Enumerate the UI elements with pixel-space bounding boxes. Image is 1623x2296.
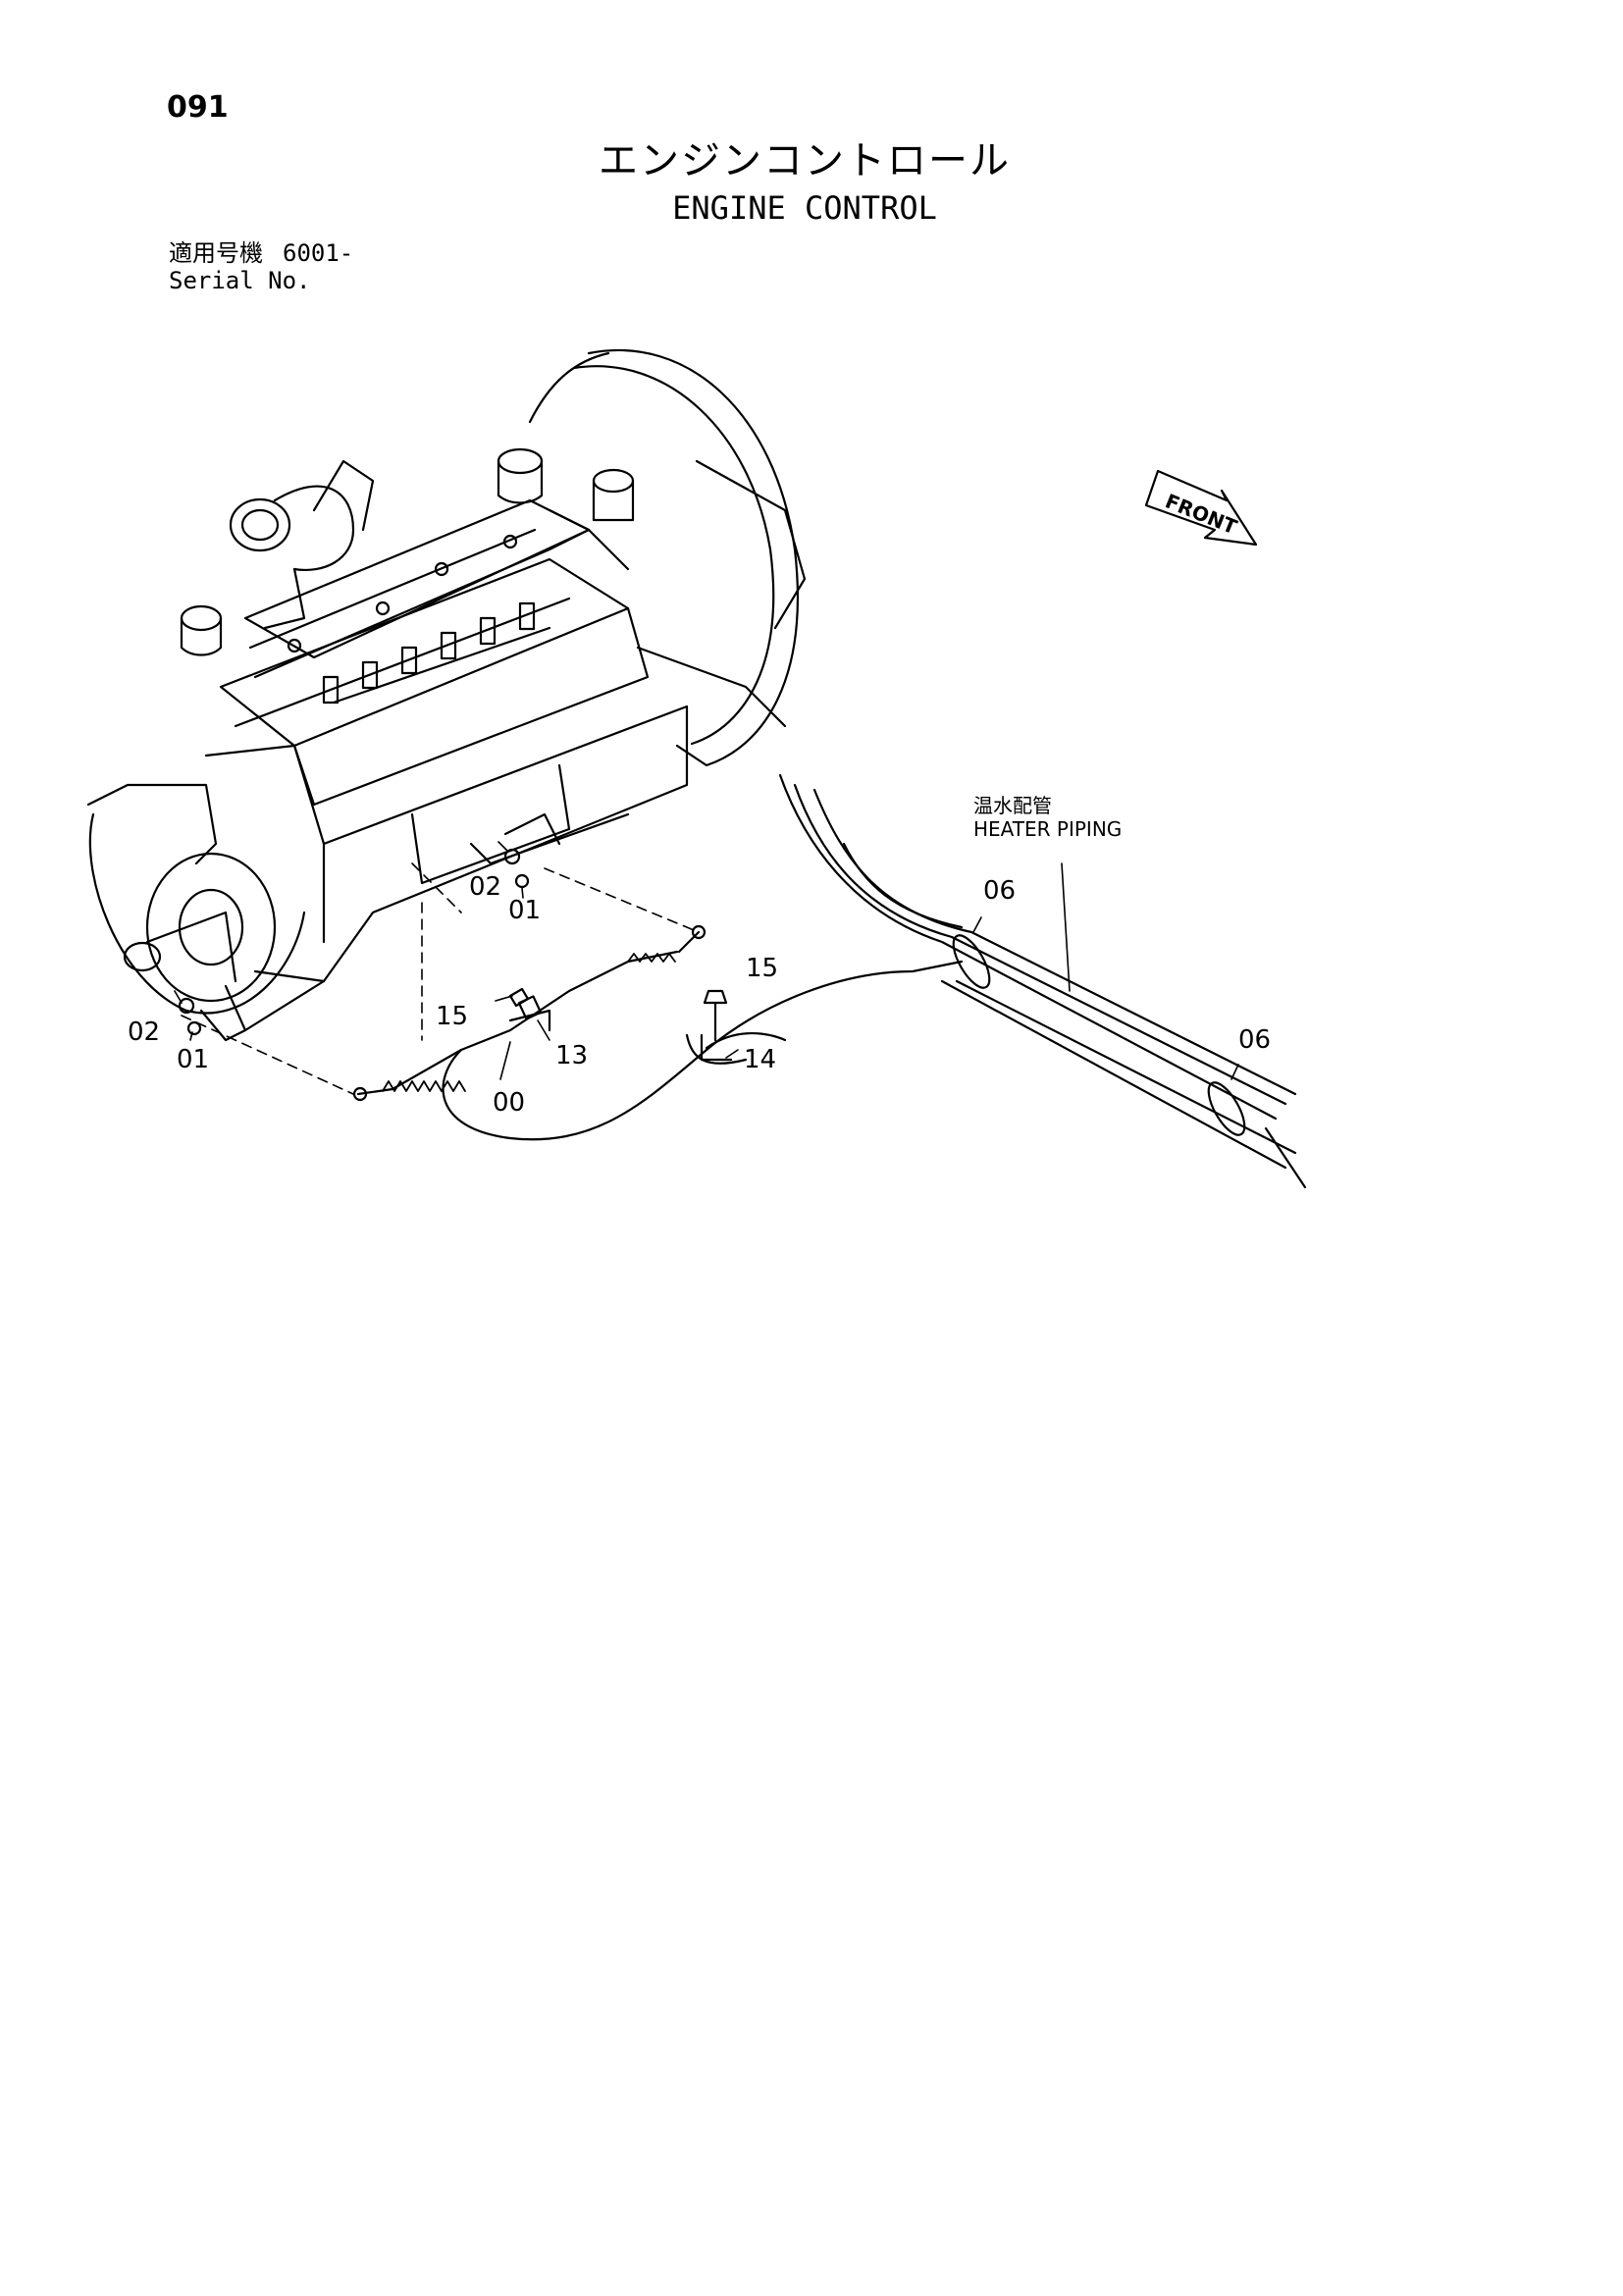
- heater-label-english: HEATER PIPING: [973, 817, 1122, 841]
- callout-14: 14: [744, 1045, 776, 1074]
- serial-label-japanese: 適用号機: [169, 239, 263, 267]
- bracket-middle-illustration: [503, 812, 561, 889]
- callout-15-right: 15: [746, 954, 778, 983]
- front-label: FRONT: [1162, 489, 1240, 539]
- title-block: エンジンコントロール ENGINE CONTROL: [550, 137, 1060, 228]
- callout-01-left: 01: [177, 1045, 209, 1074]
- throttle-cable-illustration: [352, 924, 964, 1141]
- routing-dashed-lines: [181, 862, 700, 1095]
- callout-01-middle: 01: [508, 896, 541, 925]
- page-number: 091: [167, 90, 229, 125]
- crank-pulley-illustration: [86, 783, 326, 1032]
- turbocharger-illustration: [229, 459, 375, 630]
- callout-02-middle: 02: [469, 872, 501, 902]
- callout-00: 00: [493, 1088, 525, 1118]
- heater-piping-illustration: [778, 773, 1307, 1189]
- leader-lines: [174, 841, 1239, 1080]
- oil-filler-illustration: [180, 604, 223, 656]
- bracket-left-illustration: [178, 997, 247, 1042]
- callout-13: 13: [555, 1041, 588, 1070]
- page-title-english: ENGINE CONTROL: [672, 189, 937, 227]
- engine-block-illustration: [204, 498, 689, 983]
- engine-control-diagram: 温水配管 HEATER PIPING FRONT 02 01 02 01 15 …: [86, 348, 1307, 1189]
- flywheel-housing-illustration: [528, 348, 807, 767]
- heater-label-japanese: 温水配管: [973, 794, 1052, 817]
- front-arrow-icon: [1144, 469, 1258, 547]
- serial-block: 適用号機 6001- Serial No.: [169, 239, 353, 294]
- clamp-14-illustration: [685, 1033, 748, 1065]
- serial-label-english: Serial No.: [169, 267, 311, 294]
- serial-value: 6001-: [283, 239, 354, 267]
- bolt-15-left-illustration: [508, 987, 530, 1008]
- callout-15-left: 15: [436, 1002, 468, 1031]
- bolt-15-right-illustration: [703, 989, 728, 1042]
- page-title-japanese: エンジンコントロール: [599, 138, 1011, 183]
- callout-06-lower: 06: [1238, 1025, 1271, 1055]
- callout-06-upper: 06: [983, 876, 1016, 906]
- callout-02-left: 02: [128, 1018, 160, 1047]
- filler-neck-illustration: [497, 447, 635, 522]
